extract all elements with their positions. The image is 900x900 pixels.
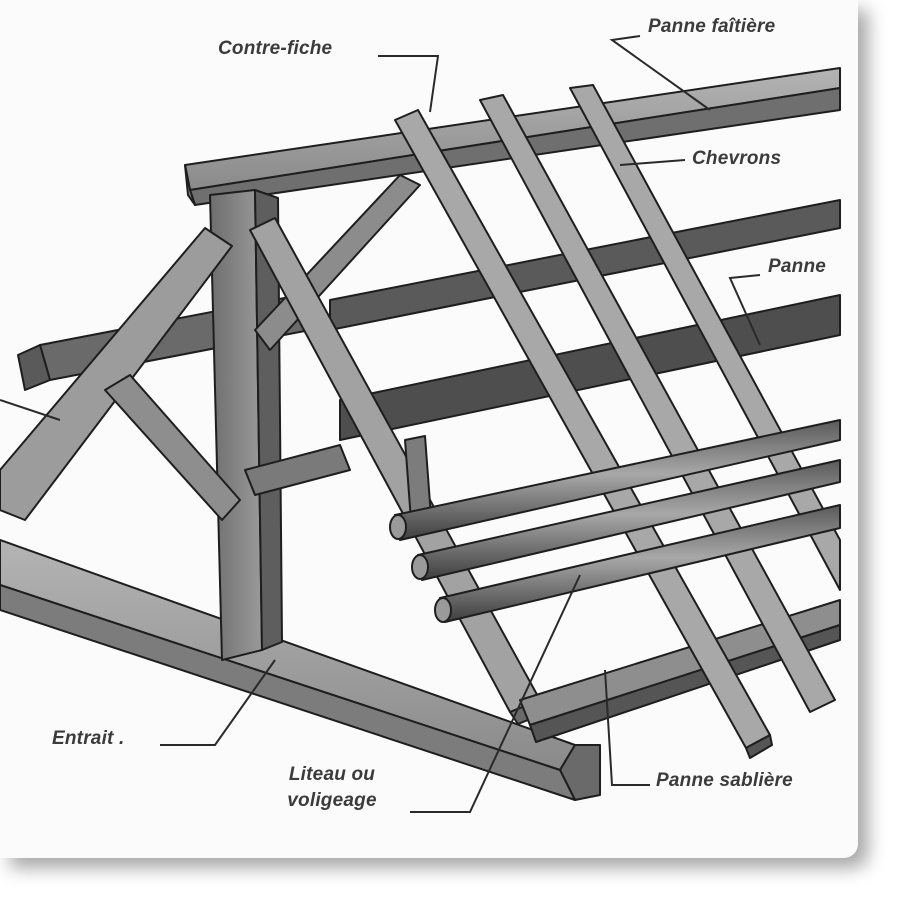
leader-liteau	[410, 574, 581, 813]
label-liteau-ou-voligeage: Liteau ou voligeage	[262, 762, 402, 814]
rafter-2	[479, 94, 836, 713]
leader-contre-fiche	[378, 55, 440, 113]
label-liteau-line1: Liteau ou	[288, 764, 376, 785]
batten-3	[434, 504, 841, 623]
leader-panne-sabliere	[604, 669, 650, 786]
leader-left-edge	[0, 399, 61, 421]
label-contre-fiche: Contre-fiche	[218, 38, 333, 59]
label-panne: Panne	[768, 256, 827, 277]
diagram-card: Contre-fiche Panne faîtière Chevrons Pan…	[0, 16, 841, 814]
batten-1	[389, 419, 841, 541]
label-panne-sabliere: Panne sablière	[656, 770, 793, 791]
label-entrait: Entrait .	[52, 728, 125, 749]
label-liteau-line2: voligeage	[287, 790, 377, 811]
batten-2	[411, 459, 841, 581]
leader-panne-faitiere	[609, 35, 711, 111]
label-panne-faitiere: Panne faîtière	[648, 16, 776, 37]
label-chevrons: Chevrons	[692, 148, 782, 169]
rafter-3	[569, 84, 841, 591]
left-principal-rafter	[0, 227, 233, 521]
leader-panne	[728, 274, 761, 346]
rafter-1	[394, 109, 773, 759]
roof-structure-drawing	[0, 35, 841, 813]
left-strut	[104, 374, 241, 521]
leader-chevrons	[619, 159, 686, 166]
leader-entrait	[160, 659, 276, 746]
tie-beam	[0, 539, 601, 801]
